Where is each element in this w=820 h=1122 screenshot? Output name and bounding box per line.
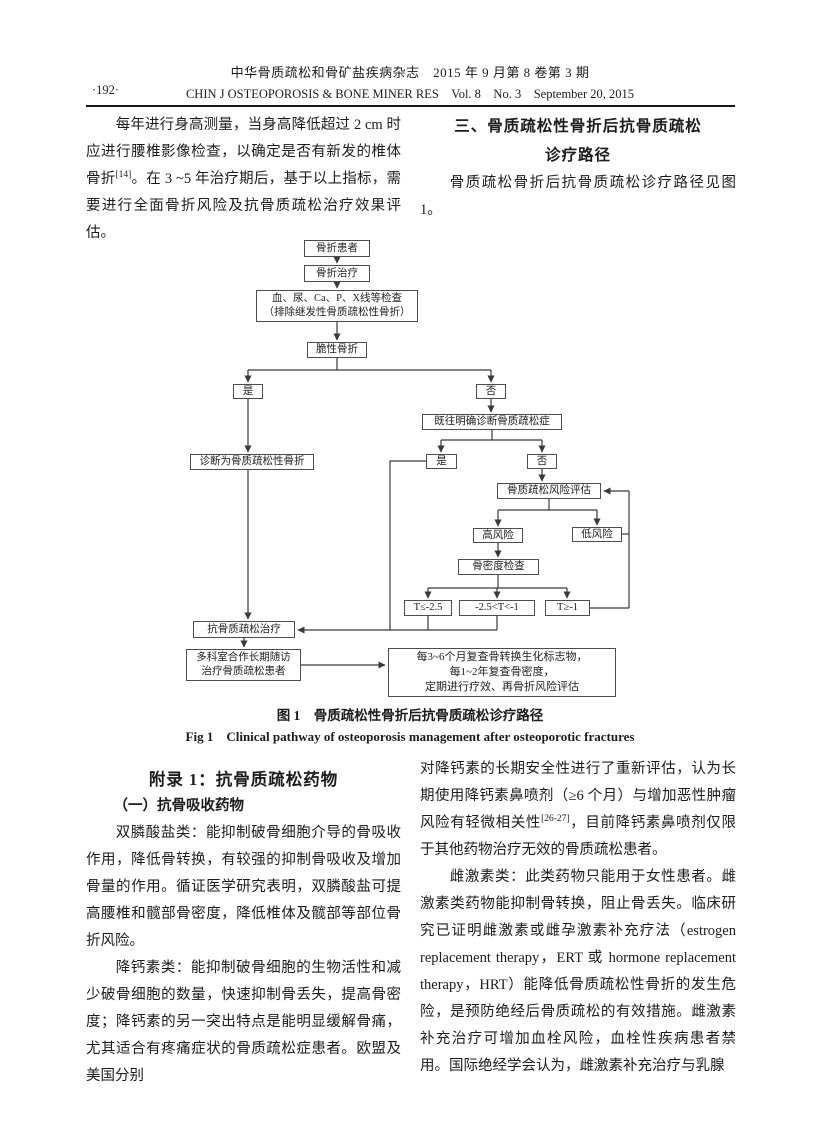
citation-superscript: [26-27] — [541, 814, 570, 825]
paragraph-text: 每年进行身高测量，当身高降低超过 2 cm 时应进行腰椎影像检查，以确定是否有新… — [86, 117, 401, 187]
flowchart-node-t-ge-1: T≥-1 — [545, 600, 590, 616]
flowchart-node-prior-dx-osteoporosis: 既往明确诊断骨质疏松症 — [422, 414, 562, 430]
flowchart-node-fragility-fracture: 脆性骨折 — [307, 342, 367, 358]
left-column-bottom: 附录 1：抗骨质疏松药物 （一）抗骨吸收药物 双膦酸盐类：能抑制破骨细胞介导的骨… — [86, 766, 401, 1090]
journal-title-en: CHIN J OSTEOPOROSIS & BONE MINER RES Vol… — [185, 87, 635, 101]
body-paragraph: 每年进行身高测量，当身高降低超过 2 cm 时应进行腰椎影像检查，以确定是否有新… — [86, 112, 401, 247]
appendix-heading: 附录 1：抗骨质疏松药物 — [148, 770, 339, 789]
body-paragraph: 双膦酸盐类：能抑制破骨细胞介导的骨吸收作用，降低骨转换，有较强的抑制骨吸收及增加… — [86, 825, 401, 949]
paragraph-text: 对降钙素的长期安全性进行了重新评估，认为长期使用降钙素鼻喷剂（≥6 个月）与增加… — [420, 761, 736, 831]
flowchart-node-yes-1: 是 — [233, 384, 263, 399]
flowchart-node-lab-exams: 血、尿、Ca、P、X线等检查 （排除继发性骨质疏松性骨折） — [256, 290, 418, 322]
body-paragraph: 对降钙素的长期安全性进行了重新评估，认为长期使用降钙素鼻喷剂（≥6 个月）与增加… — [420, 756, 736, 864]
flowchart-node-fracture-patient: 骨折患者 — [304, 240, 370, 257]
flowchart-node-yes-2: 是 — [426, 454, 457, 469]
flowchart-node-periodic-review: 每3~6个月复查骨转换生化标志物， 每1~2年复查骨密度， 定期进行疗效、再骨折… — [388, 648, 616, 697]
journal-title-cn: 中华骨质疏松和骨矿盐疾病杂志 2015 年 9 月第 8 卷第 3 期 — [230, 65, 590, 80]
body-paragraph: 骨质疏松骨折后抗骨质疏松诊疗路径见图 1。 — [420, 175, 736, 218]
citation-superscript: [14] — [115, 170, 132, 181]
flowchart-node-bmd-test: 骨密度检查 — [458, 559, 539, 575]
flowchart-node-no-2: 否 — [527, 454, 557, 469]
header-rule — [86, 105, 735, 107]
right-column-bottom: 对降钙素的长期安全性进行了重新评估，认为长期使用降钙素鼻喷剂（≥6 个月）与增加… — [420, 756, 736, 1080]
figure-caption-en: Fig 1 Clinical pathway of osteoporosis m… — [185, 729, 635, 744]
flowchart-node-fracture-treatment: 骨折治疗 — [304, 265, 370, 282]
flowchart-node-t-between: -2.5<T<-1 — [459, 600, 535, 616]
right-column-top: 三、骨质疏松性骨折后抗骨质疏松 诊疗路径 骨质疏松骨折后抗骨质疏松诊疗路径见图 … — [420, 112, 736, 224]
page-number: ·192· — [92, 83, 120, 97]
flowchart-node-anti-op-treatment: 抗骨质疏松治疗 — [193, 621, 295, 638]
section-heading: 三、骨质疏松性骨折后抗骨质疏松 诊疗路径 — [454, 118, 702, 164]
flowchart-node-t-le-2-5: T≤-2.5 — [404, 600, 452, 616]
body-paragraph: 降钙素类：能抑制破骨细胞的生物活性和减少破骨细胞的数量，快速抑制骨丢失，提高骨密… — [86, 960, 401, 1084]
flowchart-node-follow-up: 多科室合作长期随访 治疗骨质疏松患者 — [186, 649, 301, 681]
flowchart-node-dx-osteoporotic-fracture: 诊断为骨质疏松性骨折 — [190, 454, 314, 470]
flowchart-node-risk-assessment: 骨质疏松风险评估 — [497, 483, 601, 499]
paragraph-text: ，目前降钙素鼻喷剂仅限于其他药物治疗无效的骨质疏松患者。 — [420, 815, 737, 858]
figure-caption-cn: 图 1 骨质疏松性骨折后抗骨质疏松诊疗路径 — [276, 708, 544, 723]
paragraph-text: 。在 3 ~5 年治疗期后，基于以上指标，需要进行全面骨折风险及抗骨质疏松治疗效… — [86, 171, 402, 241]
body-paragraph: 雌激素类：此类药物只能用于女性患者。雌激素类药物能抑制骨转换，阻止骨丢失。临床研… — [420, 869, 736, 1074]
left-column-top: 每年进行身高测量，当身高降低超过 2 cm 时应进行腰椎影像检查，以确定是否有新… — [86, 112, 401, 247]
flowchart-node-high-risk: 高风险 — [473, 528, 523, 543]
flowchart-node-no-1: 否 — [476, 384, 506, 399]
appendix-subheading: （一）抗骨吸收药物 — [113, 798, 245, 814]
flowchart-node-low-risk: 低风险 — [572, 527, 622, 542]
